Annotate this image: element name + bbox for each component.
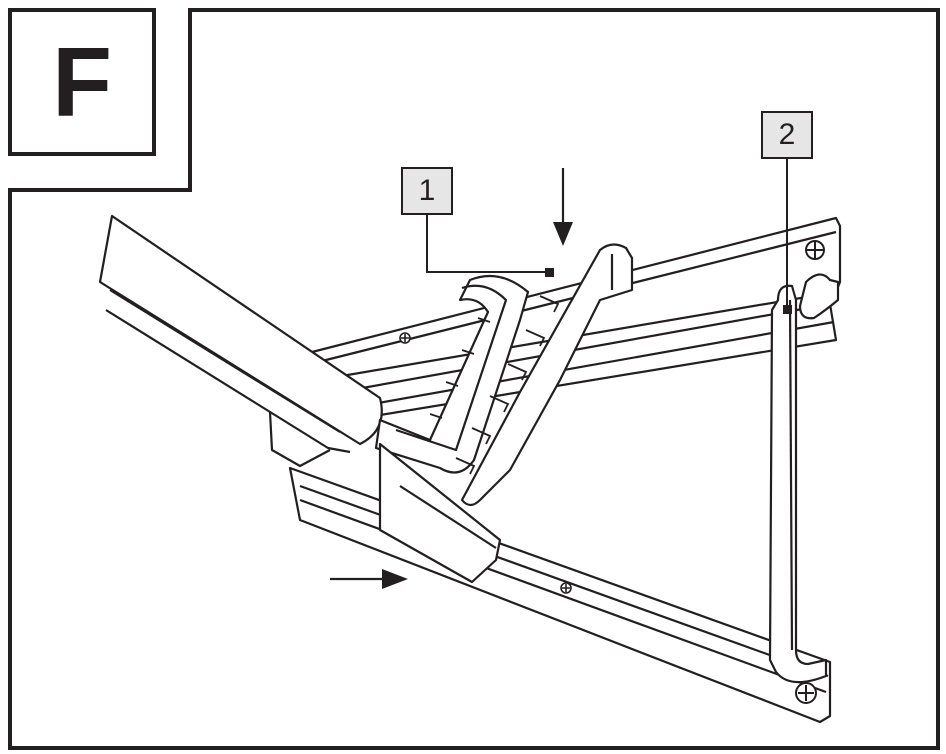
screw-icon (805, 240, 825, 260)
clip-slots (429, 295, 560, 475)
step-label-box: F (8, 8, 156, 156)
screw-icon (795, 682, 817, 704)
arrow-down-icon (553, 168, 573, 246)
screw-icon (560, 582, 572, 594)
side-bracket (768, 273, 840, 684)
step-letter: F (52, 27, 112, 137)
diagram-frame (8, 8, 940, 750)
screw-icon (399, 332, 411, 344)
arrow-right-icon (330, 569, 408, 589)
callout-2: 2 (761, 111, 813, 159)
callout-leader-1 (426, 215, 554, 277)
runner-clip (374, 243, 634, 584)
callout-1: 1 (401, 167, 453, 215)
callout-leader-2 (783, 159, 792, 314)
drawer-arm (98, 214, 383, 468)
lower-rail (288, 466, 832, 724)
